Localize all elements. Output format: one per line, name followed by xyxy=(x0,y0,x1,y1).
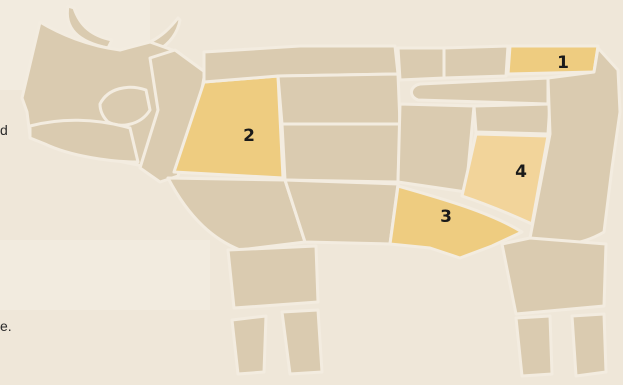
front-leg-right xyxy=(282,310,322,374)
loin-top-left xyxy=(398,48,444,80)
cut-4-label: 4 xyxy=(515,162,527,182)
cut-1-shape xyxy=(508,46,598,74)
front-leg-left xyxy=(232,316,266,374)
hind-leg-right xyxy=(572,314,606,376)
flank-left xyxy=(398,104,474,192)
loin-top-mid xyxy=(444,46,508,78)
rib-upper xyxy=(278,74,400,124)
cut-3-label: 3 xyxy=(440,207,452,227)
loin-tongue xyxy=(411,78,548,104)
front-leg-upper xyxy=(228,246,318,308)
cut-1-label: 1 xyxy=(557,53,569,73)
sirloin-strip xyxy=(474,104,550,134)
plate xyxy=(285,180,398,244)
hind-leg-upper xyxy=(502,238,606,314)
hind-leg-left xyxy=(516,316,552,376)
cheek xyxy=(100,87,150,125)
cut-2-label: 2 xyxy=(243,126,255,146)
brisket xyxy=(168,178,305,250)
jaw xyxy=(30,120,138,162)
rib-lower xyxy=(282,124,400,182)
